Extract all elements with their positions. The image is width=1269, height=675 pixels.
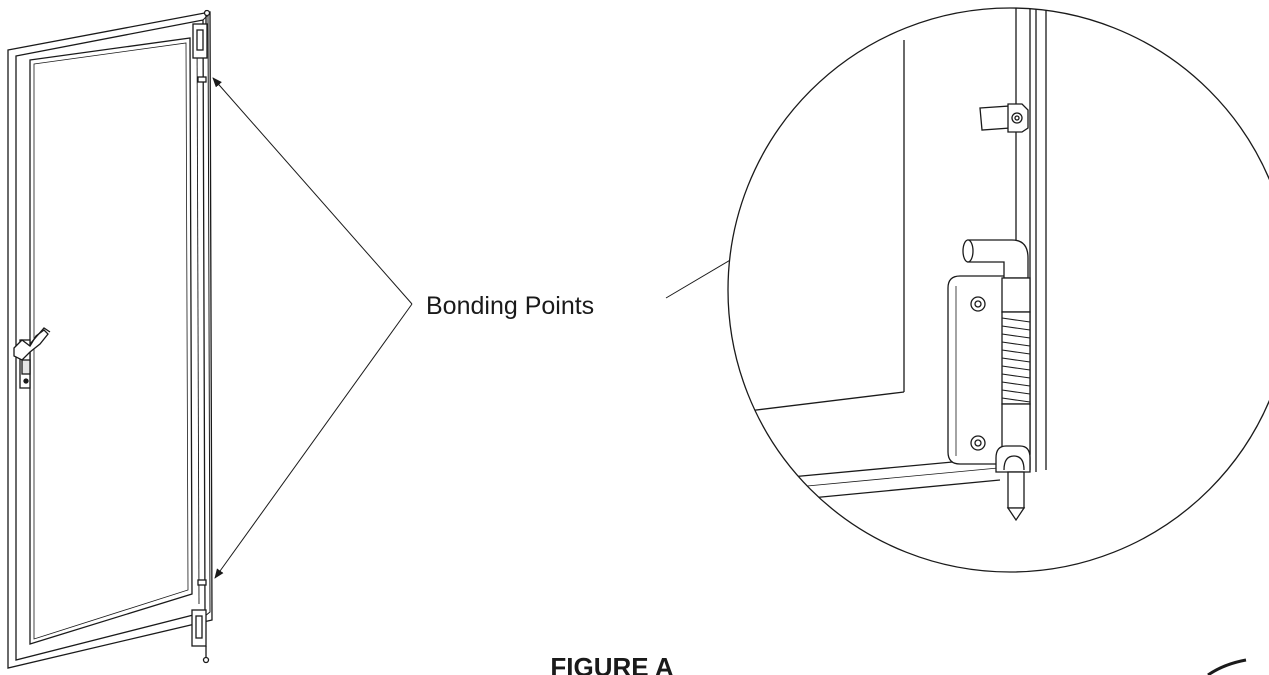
top-hinge-icon: [192, 9, 211, 59]
latch-handle-icon: [13, 327, 51, 389]
bonding-tab-icon: [979, 103, 1029, 133]
leader-to-bottom-tab: [214, 303, 413, 579]
hinge-spring-coils: [1001, 317, 1031, 403]
bonding-tab-bottom: [197, 579, 207, 586]
bonding-points-label: Bonding Points: [426, 292, 594, 320]
partial-shape-corner: [1207, 658, 1247, 675]
spring-hinge-icon: [947, 239, 1031, 522]
zoom-detail-circle: [727, 7, 1269, 573]
leader-to-top-tab: [212, 77, 413, 305]
door-panel-icon: [7, 9, 213, 669]
door-glass-panel: [29, 37, 193, 645]
bottom-hinge-icon: [191, 609, 210, 664]
figure-caption: FIGURE A: [550, 652, 673, 675]
bonding-tab-top: [197, 76, 207, 83]
